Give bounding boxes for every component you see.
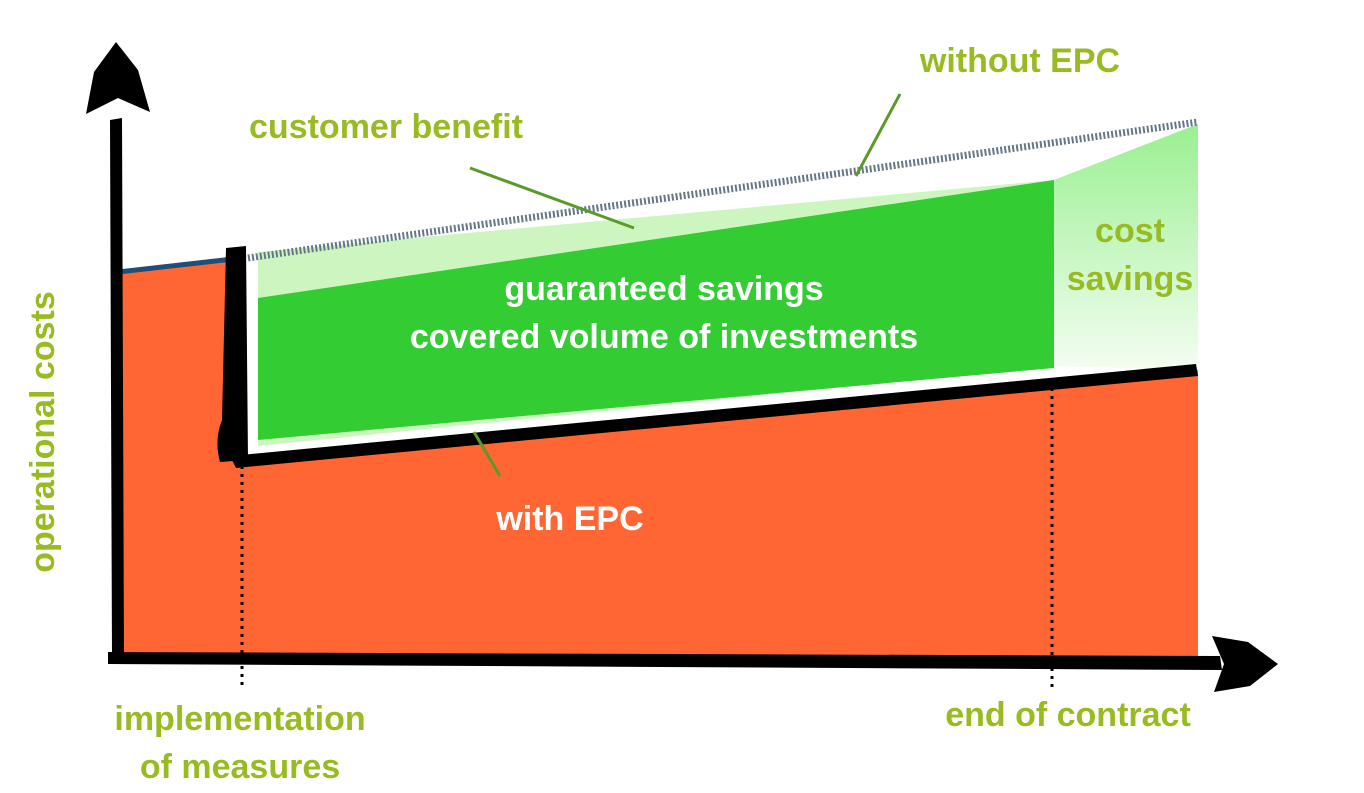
customer-benefit-pointer — [469, 166, 635, 230]
baseline-cost-line — [117, 255, 243, 275]
implementation-label-line1: implementation — [114, 700, 365, 738]
covered-investments-label: covered volume of investments — [410, 318, 918, 356]
cost-savings-label-line1: cost — [1095, 212, 1165, 250]
guaranteed-savings-area — [258, 180, 1054, 440]
with-epc-line — [230, 364, 1198, 468]
implementation-label-line2: of measures — [140, 748, 340, 786]
with-epc-pointer — [472, 431, 502, 477]
y-axis — [110, 118, 124, 660]
implementation-step — [217, 246, 248, 462]
without-epc-pointer — [854, 93, 902, 177]
without-epc-label: without EPC — [919, 42, 1120, 80]
y-axis-label: operational costs — [24, 291, 62, 573]
guaranteed-savings-label: guaranteed savings — [504, 270, 823, 308]
customer-benefit-label: customer benefit — [249, 108, 523, 146]
end-of-contract-label: end of contract — [945, 696, 1191, 734]
y-axis-arrow — [86, 42, 150, 114]
cost-savings-area — [1054, 124, 1198, 370]
cost-savings-label-line2: savings — [1067, 260, 1194, 298]
x-axis-arrow — [1212, 636, 1278, 692]
operational-costs-area — [118, 258, 1198, 658]
x-axis — [108, 652, 1222, 670]
with-epc-label: with EPC — [495, 500, 643, 538]
